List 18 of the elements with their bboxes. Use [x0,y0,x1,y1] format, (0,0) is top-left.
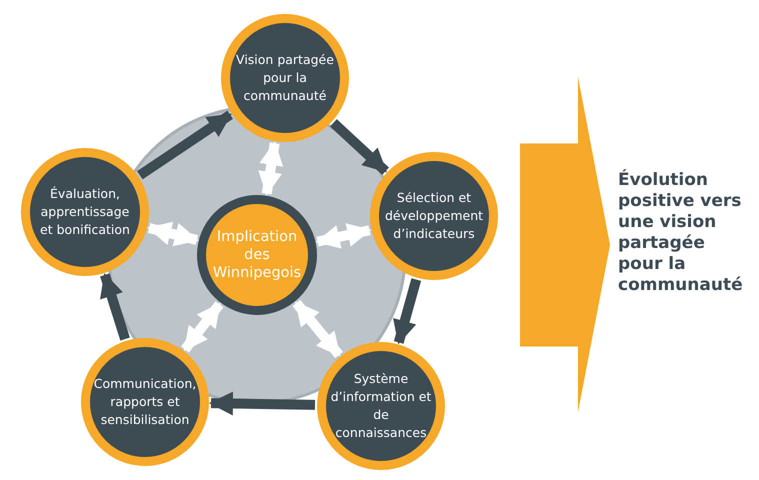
double-arrow [292,300,343,358]
double-arrow [181,301,224,353]
arrow [330,119,389,175]
arrow [100,273,130,341]
arrow [393,278,422,344]
node-label: Système d’information et de connaissances [330,370,432,442]
outcome-text: Évolution positive vers une vision partagée pour la communauté [618,170,744,296]
node-label: Communication, rapports et sensibilisation [94,375,196,429]
arrow [209,392,316,416]
arrow [137,110,233,180]
large-arrow [520,77,610,412]
node-label: Implication des Winnipegois [212,228,302,282]
double-arrow [147,222,199,246]
node-label: Évaluation, apprentissage et bonification [39,185,131,239]
double-arrow [316,223,372,249]
double-arrow [258,141,284,196]
node-label: Sélection et développement d’indicateurs [384,189,484,243]
node-label: Vision partagée pour la communauté [235,51,335,105]
